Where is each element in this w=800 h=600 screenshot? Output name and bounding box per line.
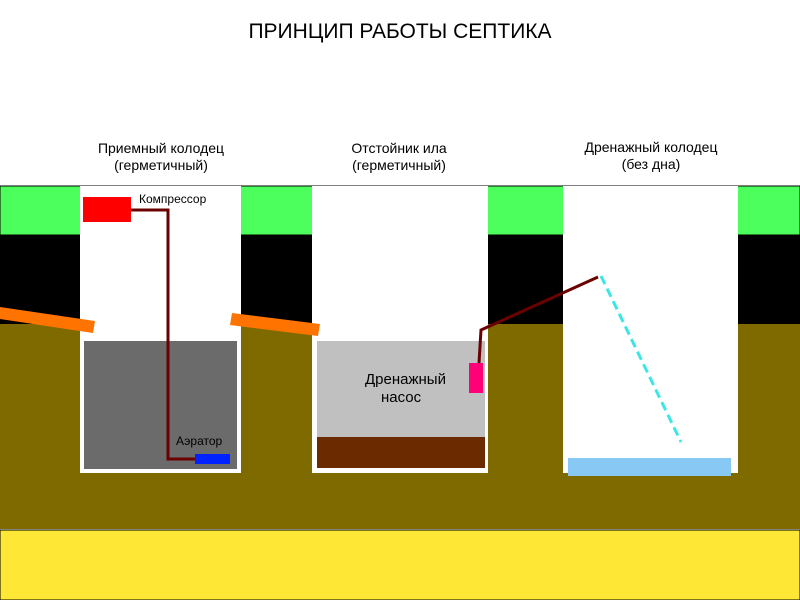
sludge-settler-label: Отстойник ила (герметичный) (279, 140, 519, 174)
pump-label-line1: Дренажный (365, 371, 446, 388)
receiving-well-label: Приемный колодец (герметичный) (41, 140, 281, 174)
drainage-well-bottom (568, 458, 731, 476)
settler-silt (317, 437, 485, 468)
sludge-settler-name: Отстойник ила (351, 140, 447, 156)
settler-water (317, 341, 485, 437)
drainage-well-name: Дренажный колодец (584, 139, 718, 155)
receiving-well-name: Приемный колодец (97, 140, 225, 156)
inlet-pipe (0, 307, 95, 333)
receiving-well-note: (герметичный) (114, 156, 208, 173)
pump-discharge-line (477, 275, 599, 364)
sludge-settler-note: (герметичный) (352, 156, 446, 173)
drainage-well-label: Дренажный колодец (без дна) (531, 139, 771, 173)
sand-layer (0, 529, 800, 600)
aerator-label: Аэратор (176, 434, 223, 448)
transfer-pipe (230, 313, 320, 336)
drainage-well-note: (без дна) (621, 155, 681, 172)
drainage-pump (469, 363, 483, 393)
pump-label-line2: насос (381, 389, 422, 406)
air-line (131, 208, 196, 461)
receiving-well-sewage (84, 341, 237, 469)
drain-flow-line (599, 275, 683, 443)
drainage-well (563, 186, 738, 473)
compressor-box (83, 197, 131, 222)
diagram-title: ПРИНЦИП РАБОТЫ СЕПТИКА (248, 20, 552, 43)
aerator-bar (195, 454, 230, 464)
compressor-label: Компрессор (139, 192, 207, 206)
